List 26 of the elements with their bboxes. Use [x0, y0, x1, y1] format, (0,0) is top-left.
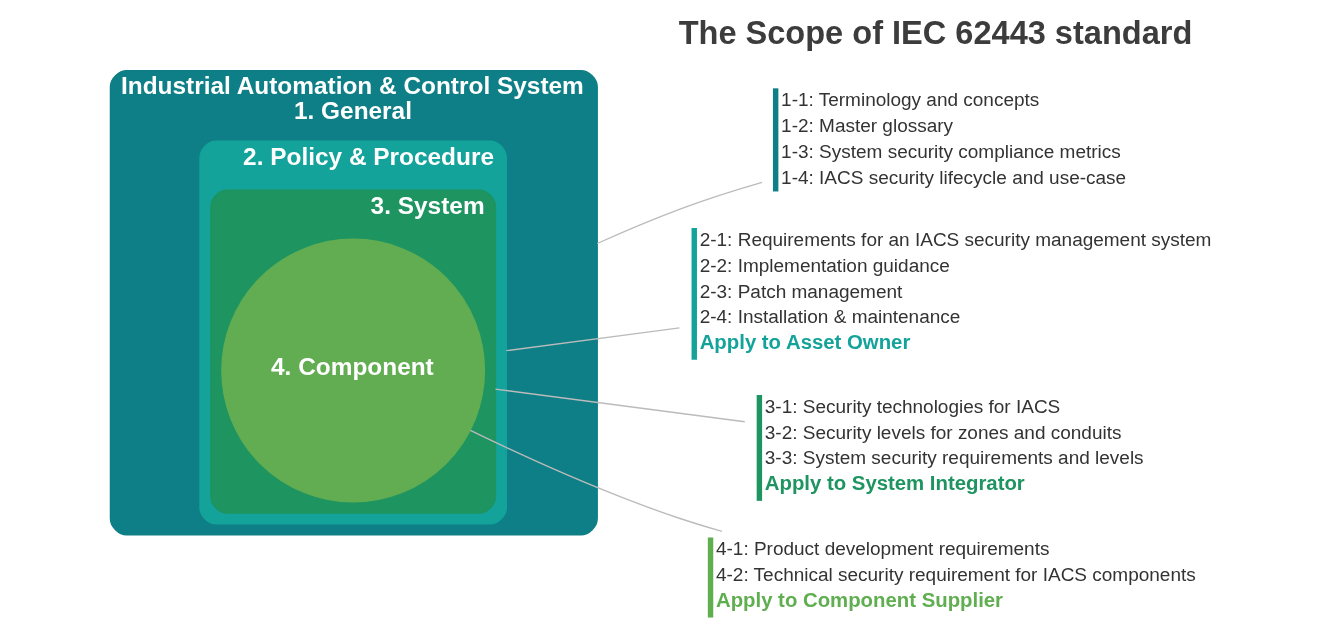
node-label: 2-3: Patch management [699, 280, 902, 302]
node-label: Apply to Component Supplier [715, 588, 1003, 611]
node-label: 2-1: Requirements for an IACS security management system [699, 229, 1211, 251]
node-box [707, 537, 713, 618]
node-label: 2-2: Implementation guidance [699, 254, 950, 276]
node-label: 3-1: Security technologies for IACS [764, 395, 1060, 417]
node-label: Apply to Asset Owner [699, 330, 910, 353]
node-label: 2-4: Installation & maintenance [699, 306, 960, 328]
connector [596, 181, 763, 245]
connector [469, 429, 723, 532]
connector [494, 388, 745, 423]
node-label: Apply to System Integrator [764, 471, 1025, 494]
node-label: 3-2: Security levels for zones and conduits [764, 421, 1121, 443]
diagram-title: The Scope of IEC 62443 standard [678, 14, 1192, 51]
node-circle: 4. Component [220, 238, 485, 503]
connector [505, 327, 680, 352]
node-label: 1-4: IACS security lifecycle and use-case [780, 166, 1126, 188]
node-label: 1-2: Master glossary [780, 115, 953, 137]
node-label: 1-1: Terminology and concepts [780, 89, 1039, 111]
node-label: 4-1: Product development requirements [715, 538, 1049, 560]
node-box [756, 395, 762, 501]
node-label: 3-3: System security requirements and levels [764, 447, 1144, 469]
node-box [772, 88, 778, 192]
node-label: 1-3: System security compliance metrics [780, 140, 1121, 162]
node-label: 4-2: Technical security requirement for IACS components [715, 564, 1196, 586]
node-box [691, 228, 697, 360]
